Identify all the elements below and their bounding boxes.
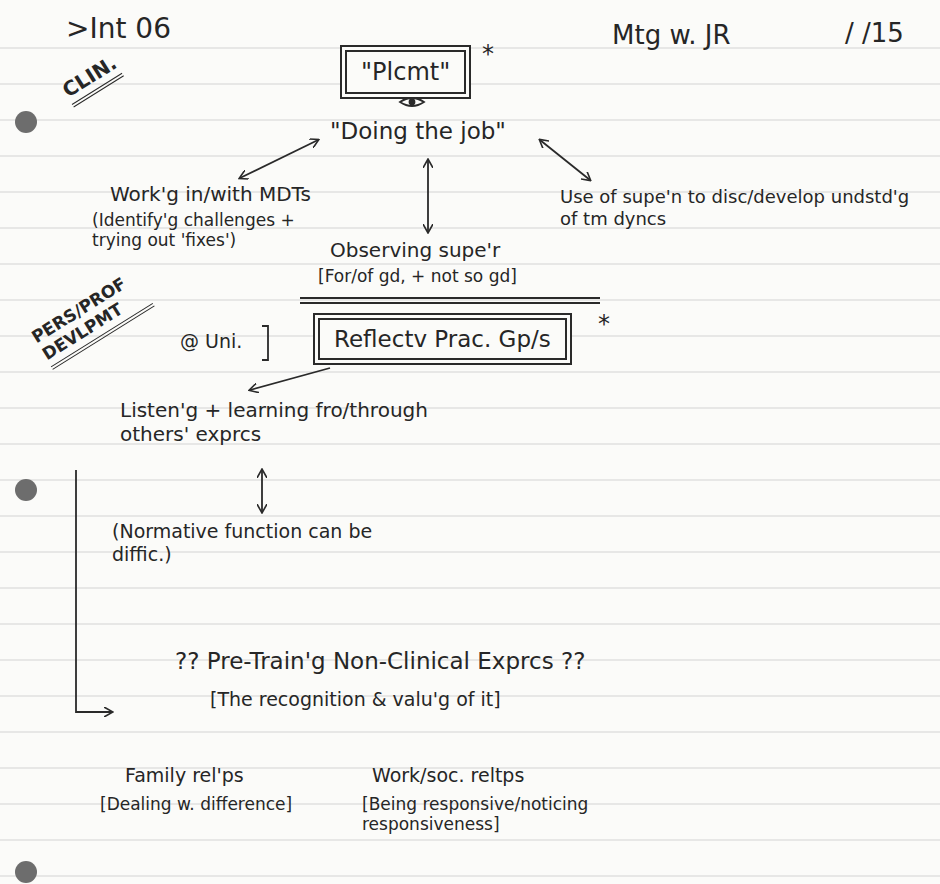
asterisk-mark: * — [482, 40, 494, 69]
reflective-practice-box: Reflectv Prac. Gp/s — [318, 318, 567, 360]
double-underline — [300, 302, 600, 304]
note-text: Use of supe'n to disc/develop undstd'g o… — [560, 186, 920, 229]
note-text: [The recognition & valu'g of it] — [210, 688, 501, 711]
box-text: Reflectv Prac. Gp/s — [334, 326, 551, 352]
note-text: [Dealing w. difference] — [100, 794, 292, 814]
date-note: / /15 — [845, 18, 904, 49]
note-text: Family rel'ps — [125, 764, 244, 787]
box-text: "Plcmt" — [361, 58, 450, 86]
note-text: [Being responsive/noticing responsivenes… — [362, 794, 682, 835]
eye-symbol — [400, 98, 424, 106]
ruled-lines — [0, 48, 940, 876]
eye-symbol — [410, 100, 415, 105]
note-text: Listen'g + learning fro/through others' … — [120, 398, 450, 446]
note-text: Work'g in/with MDTs — [110, 182, 311, 206]
note-text: Observing supe'r — [330, 238, 500, 262]
note-text: "Doing the job" — [330, 118, 506, 146]
punch-holes — [15, 111, 37, 883]
asterisk-mark: * — [598, 310, 610, 339]
note-text: [For/of gd, + not so gd] — [318, 266, 517, 286]
leader-arrow — [540, 140, 590, 180]
note-text: Work/soc. reltps — [372, 764, 524, 787]
note-text: @ Uni. — [180, 330, 242, 353]
leader-arrow — [427, 160, 429, 232]
placement-box: "Plcmt" — [345, 50, 466, 94]
elbow-arrow — [76, 470, 112, 712]
double-underline — [300, 297, 600, 299]
leader-arrow — [250, 368, 330, 390]
interview-number: >Int 06 — [66, 12, 171, 46]
ink-strokes — [76, 98, 600, 712]
section-label: CLIN. — [58, 51, 124, 108]
meeting-note: Mtg w. JR — [612, 20, 731, 51]
note-text: (Normative function can be diffic.) — [112, 520, 402, 566]
note-text: ?? Pre-Train'g Non-Clinical Exprcs ?? — [175, 648, 585, 676]
leader-arrow — [240, 140, 318, 178]
note-text: (Identify'g challenges + trying out 'fix… — [92, 210, 322, 251]
section-label: PERS/PROF DEVLPMT — [28, 266, 155, 369]
bracket — [262, 326, 268, 360]
leader-arrow — [261, 470, 263, 512]
